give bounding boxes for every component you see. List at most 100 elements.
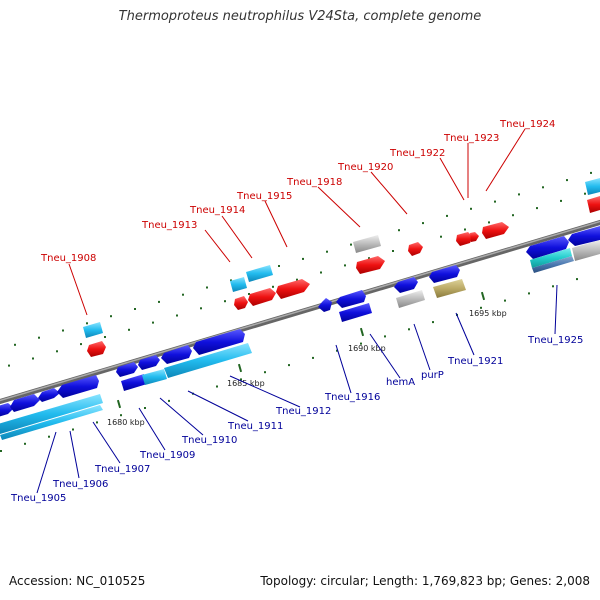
scale-dot <box>144 407 146 409</box>
gene-label[interactable]: Tneu_1912 <box>275 406 331 417</box>
scale-dot <box>72 428 74 431</box>
gene-cds[interactable] <box>0 405 103 440</box>
scale-dot <box>104 336 106 338</box>
scale-dot <box>464 228 466 231</box>
scale-dot <box>200 307 202 310</box>
tick-mark <box>359 327 365 337</box>
gene-label[interactable]: Tneu_1911 <box>227 421 283 432</box>
gene-label[interactable]: Tneu_1914 <box>189 205 245 216</box>
scale-dot <box>158 300 160 303</box>
leader-lines <box>36 128 558 494</box>
gene-cds[interactable] <box>339 303 372 322</box>
scale-dot <box>96 421 98 424</box>
gene-cds[interactable] <box>568 226 600 246</box>
scale-dot <box>494 200 496 203</box>
gene-cds[interactable] <box>482 222 509 239</box>
scale-dot <box>302 257 304 260</box>
gene-cds[interactable] <box>161 345 192 364</box>
scale-dot <box>560 199 562 202</box>
gene-cds[interactable] <box>276 279 310 299</box>
scale-dot <box>542 186 544 189</box>
gene-cds[interactable] <box>585 178 600 195</box>
gene-cds[interactable] <box>532 256 574 273</box>
tick-marks <box>116 291 486 409</box>
gene-cds[interactable] <box>248 288 276 306</box>
scale-dot <box>392 250 394 252</box>
gene-label[interactable]: Tneu_1908 <box>40 253 96 264</box>
gene-cds[interactable] <box>530 248 572 268</box>
scale-dot <box>14 343 16 346</box>
gene-label[interactable]: Tneu_1918 <box>286 177 342 188</box>
scale-dot <box>488 221 490 224</box>
gene-cds[interactable] <box>408 242 423 256</box>
scale-dot <box>272 285 274 288</box>
gene-label[interactable]: Tneu_1920 <box>337 162 393 173</box>
gene-label[interactable]: Tneu_1924 <box>499 119 555 130</box>
gene-cds[interactable] <box>356 256 385 274</box>
gene-label[interactable]: Tneu_1915 <box>236 191 292 202</box>
scale-dot <box>470 207 472 210</box>
gene-cds[interactable] <box>57 375 99 398</box>
gene-label[interactable]: Tneu_1910 <box>181 435 237 446</box>
gene-cds[interactable] <box>433 279 466 298</box>
gene-cds[interactable] <box>116 362 138 377</box>
gene-cds[interactable] <box>394 277 418 293</box>
scale-dot <box>182 293 184 296</box>
gene-cds[interactable] <box>138 355 160 370</box>
map-title: Thermoproteus neutrophilus V24Sta, compl… <box>118 9 482 24</box>
gene-cds[interactable] <box>230 277 247 292</box>
gene-label[interactable]: Tneu_1922 <box>389 148 445 159</box>
gene-cds[interactable] <box>142 369 167 385</box>
gene-cds[interactable] <box>121 374 147 391</box>
gene-cds[interactable] <box>87 341 106 357</box>
gene-cds[interactable] <box>572 240 600 261</box>
gene-label[interactable]: Tneu_1923 <box>443 133 499 144</box>
scale-dot <box>590 171 592 174</box>
gene-cds[interactable] <box>587 196 600 213</box>
gene-cds[interactable] <box>246 265 273 282</box>
scale-dot <box>518 193 520 196</box>
scale-dot <box>512 214 514 217</box>
gene-label[interactable]: purP <box>421 370 444 381</box>
gene-cds[interactable] <box>526 236 569 259</box>
scale-dot <box>528 292 530 295</box>
scale-dot <box>576 278 578 281</box>
scale-dot <box>360 342 362 345</box>
gene-label[interactable]: Tneu_1925 <box>527 335 583 346</box>
gene-label[interactable]: Tneu_1916 <box>324 392 380 403</box>
gene-cds[interactable] <box>83 322 103 338</box>
gene-cds[interactable] <box>470 232 479 242</box>
gene-label[interactable]: Tneu_1909 <box>139 450 195 461</box>
genome-backbone-highlight <box>0 220 600 402</box>
gene-cds[interactable] <box>353 235 381 253</box>
gene-label[interactable]: Tneu_1905 <box>10 493 66 504</box>
scale-dot <box>264 371 266 374</box>
gene-cds[interactable] <box>429 265 460 283</box>
gene-cds[interactable] <box>38 388 60 402</box>
scale-dot <box>566 179 568 182</box>
scale-dot <box>216 385 218 388</box>
gene-label[interactable]: Tneu_1913 <box>141 220 197 231</box>
gene-cds[interactable] <box>336 290 366 308</box>
gene-cds[interactable] <box>456 232 473 246</box>
gene-cds[interactable] <box>193 329 245 355</box>
gene-cds[interactable] <box>318 298 332 312</box>
scale-dot <box>344 264 346 267</box>
scale-dot <box>432 321 434 324</box>
gene-label[interactable]: hemA <box>386 377 415 388</box>
gene-cds[interactable] <box>234 296 248 310</box>
gene-cds[interactable] <box>10 394 40 412</box>
gene-label[interactable]: Tneu_1921 <box>447 356 503 367</box>
scale-dot <box>86 322 88 325</box>
gene-label[interactable]: Tneu_1906 <box>52 479 108 490</box>
gene-cds[interactable] <box>396 290 425 308</box>
gene-cds[interactable] <box>164 343 252 378</box>
scale-dot <box>168 399 170 402</box>
scale-dot <box>120 414 122 417</box>
scale-dot <box>8 364 10 367</box>
gene-cds[interactable] <box>0 394 103 434</box>
gene-label[interactable]: Tneu_1907 <box>94 464 150 475</box>
scale-dot <box>110 315 112 318</box>
scale-dot <box>134 308 136 310</box>
scale-dot <box>248 293 250 295</box>
